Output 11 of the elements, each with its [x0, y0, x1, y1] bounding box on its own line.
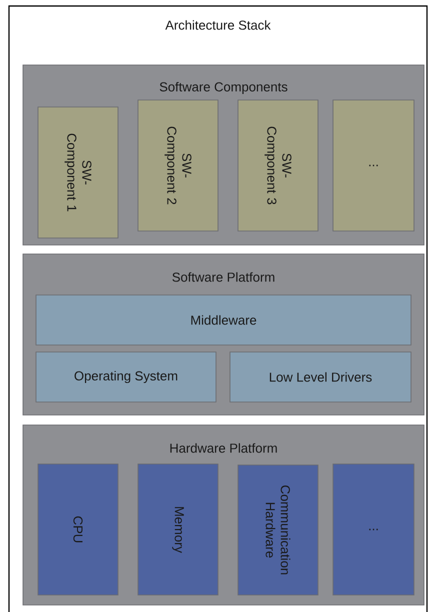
platform-box: Middleware	[36, 294, 412, 346]
platform-box: Low Level Drivers	[230, 352, 412, 402]
hardware-box: Communication Hardware	[238, 464, 318, 596]
hardware-box: ...	[332, 464, 414, 596]
component-box: ...	[332, 100, 414, 232]
component-box: SW- Component 1	[38, 106, 118, 238]
hardware-box: Memory	[138, 464, 218, 596]
platform-box: Operating System	[36, 352, 216, 402]
component-box: SW- Component 2	[138, 100, 218, 232]
hardware-box: CPU	[38, 464, 118, 596]
component-box: SW- Component 3	[238, 100, 318, 232]
